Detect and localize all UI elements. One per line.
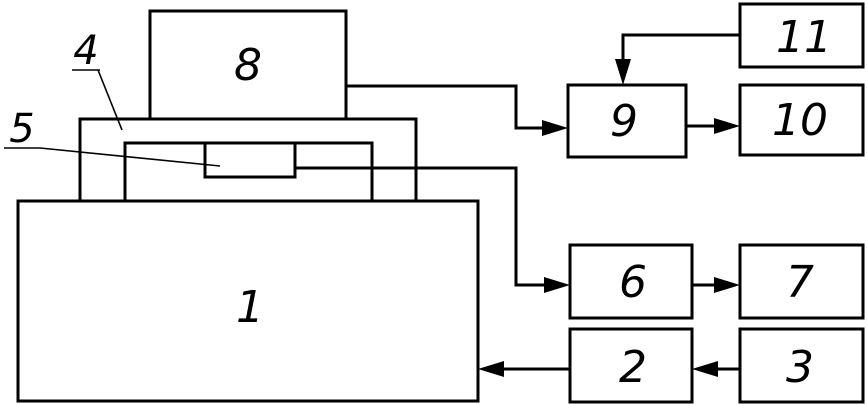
block-9: 9: [566, 83, 688, 159]
block-1-label: 1: [236, 282, 264, 333]
callout-5-label: 5: [9, 106, 34, 152]
block-3-label: 3: [786, 342, 814, 393]
arrowhead: [542, 120, 568, 136]
block-6: 6: [568, 243, 694, 320]
block-5: [203, 141, 297, 179]
callout-4-label: 4: [73, 28, 98, 74]
block-8: 8: [148, 9, 348, 121]
block-1: 1: [16, 199, 480, 403]
arrowhead: [478, 361, 504, 377]
block-6-label: 6: [619, 257, 647, 308]
block-9-label: 9: [610, 96, 638, 147]
connector-9-to-10: [686, 118, 740, 134]
block-2-label: 2: [619, 342, 647, 393]
callout-5: 5: [4, 106, 221, 167]
arrowhead: [692, 361, 718, 377]
connector-3-to-2: [692, 361, 740, 377]
block-11: 11: [738, 2, 865, 69]
arrowhead: [714, 277, 740, 293]
block-3: 3: [738, 327, 865, 404]
connector-5-to-6: [295, 166, 570, 293]
arrowhead: [615, 59, 631, 85]
connector-11-to-9: [615, 33, 740, 85]
block-7: 7: [738, 243, 865, 320]
block-11-label: 11: [776, 12, 832, 63]
block-8-label: 8: [234, 40, 262, 91]
block-10-label: 10: [772, 95, 828, 146]
connector-6-to-7: [692, 277, 740, 293]
connector-8-to-9: [346, 84, 568, 136]
block-2: 2: [568, 327, 694, 404]
block-10: 10: [738, 83, 865, 157]
arrowhead: [544, 277, 570, 293]
arrowhead: [714, 118, 740, 134]
connector-2-to-1: [478, 361, 570, 377]
callout-4: 4: [72, 28, 123, 131]
block-7-label: 7: [786, 257, 814, 308]
